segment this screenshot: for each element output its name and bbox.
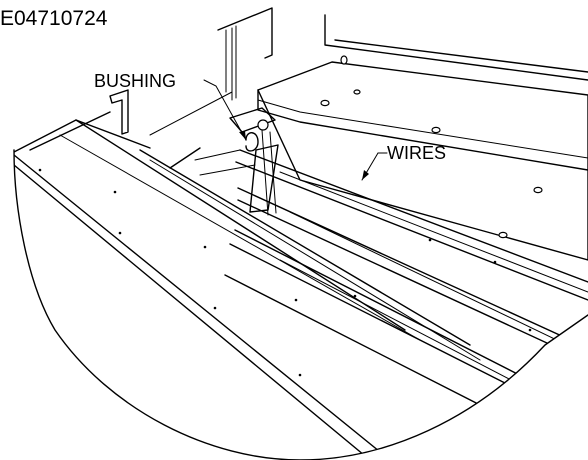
bushing-bracket: [229, 107, 276, 133]
bushing-arrowhead: [239, 131, 246, 140]
bushing-leader: [203, 79, 247, 141]
bushing-ring: [257, 119, 269, 131]
right-rear-frame: [324, 14, 588, 81]
unit-interior-detail: [13, 7, 588, 460]
bushing-label: BUSHING: [94, 71, 176, 91]
rail-rivets: [38, 168, 532, 377]
detail-boundary: [13, 149, 588, 460]
wires-label: WIRES: [387, 143, 446, 163]
wires-leader: [361, 152, 388, 181]
vertical-support: [249, 144, 279, 213]
interior-floor-line: [149, 91, 256, 176]
back-wall-panel: [217, 7, 273, 59]
bushing-clip: [245, 132, 259, 152]
cover-holes: [320, 55, 543, 239]
front-frame-rails: [13, 111, 481, 460]
wire-cover-side: [257, 99, 588, 159]
wire-rails: [224, 149, 588, 460]
figure-code: E04710724: [0, 7, 108, 30]
wires-arrowhead: [362, 170, 369, 180]
left-corner-post: [109, 89, 129, 135]
back-wall-edge: [225, 25, 237, 101]
